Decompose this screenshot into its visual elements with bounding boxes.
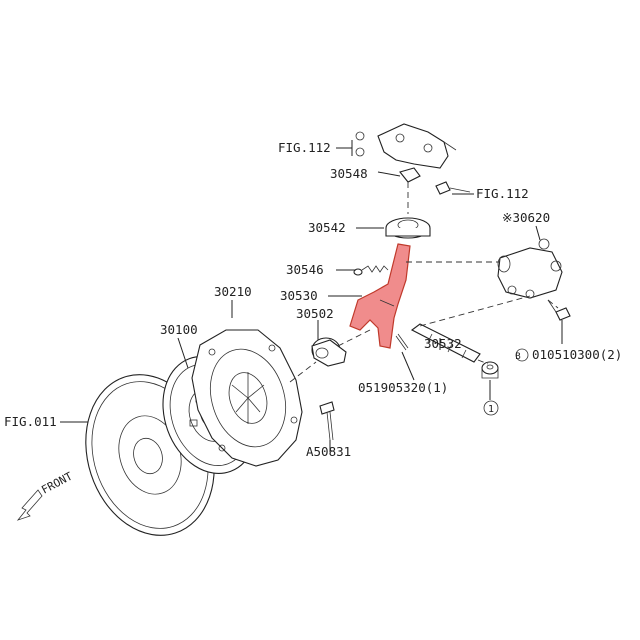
b-marker: B (515, 352, 520, 362)
callout-1: 1 (488, 404, 494, 415)
pivot-30542[interactable] (385, 217, 431, 239)
release-fork[interactable] (349, 243, 411, 349)
label-a50831[interactable]: A50831 (306, 444, 351, 459)
release-bearing[interactable] (311, 337, 347, 367)
b-marker-circle (515, 348, 529, 362)
label-051905320[interactable]: 051905320(1) (358, 380, 448, 395)
label-30546[interactable]: 30546 (286, 262, 324, 277)
pressure-plate[interactable] (191, 329, 303, 467)
label-30548[interactable]: 30548 (330, 166, 368, 181)
bushing-1[interactable] (481, 361, 499, 379)
label-fig011[interactable]: FIG.011 (4, 414, 57, 429)
callout-1-circle (483, 400, 499, 416)
label-30530[interactable]: 30530 (280, 288, 318, 303)
label-fig112-top[interactable]: FIG.112 (278, 140, 331, 155)
bracket[interactable] (355, 123, 457, 169)
bolt-a50831[interactable] (319, 401, 335, 441)
spring-30546[interactable] (353, 265, 389, 276)
label-fig112-right[interactable]: FIG.112 (476, 186, 529, 201)
front-arrow-icon (16, 489, 43, 521)
slave-cylinder[interactable] (497, 238, 563, 299)
label-30502[interactable]: 30502 (296, 306, 334, 321)
label-30210[interactable]: 30210 (214, 284, 252, 299)
label-30100[interactable]: 30100 (160, 322, 198, 337)
label-30532[interactable]: 30532 (424, 336, 462, 351)
bolt-b[interactable] (547, 299, 571, 321)
label-30620[interactable]: ※30620 (502, 210, 550, 225)
bolt-fig112[interactable] (435, 181, 471, 195)
label-010510300[interactable]: 010510300(2) (532, 347, 622, 362)
label-front: FRONT (39, 469, 75, 496)
pin-051905320[interactable] (395, 333, 409, 351)
shaft-30532[interactable] (410, 323, 481, 363)
clip-30548[interactable] (399, 167, 421, 183)
label-30542[interactable]: 30542 (308, 220, 346, 235)
